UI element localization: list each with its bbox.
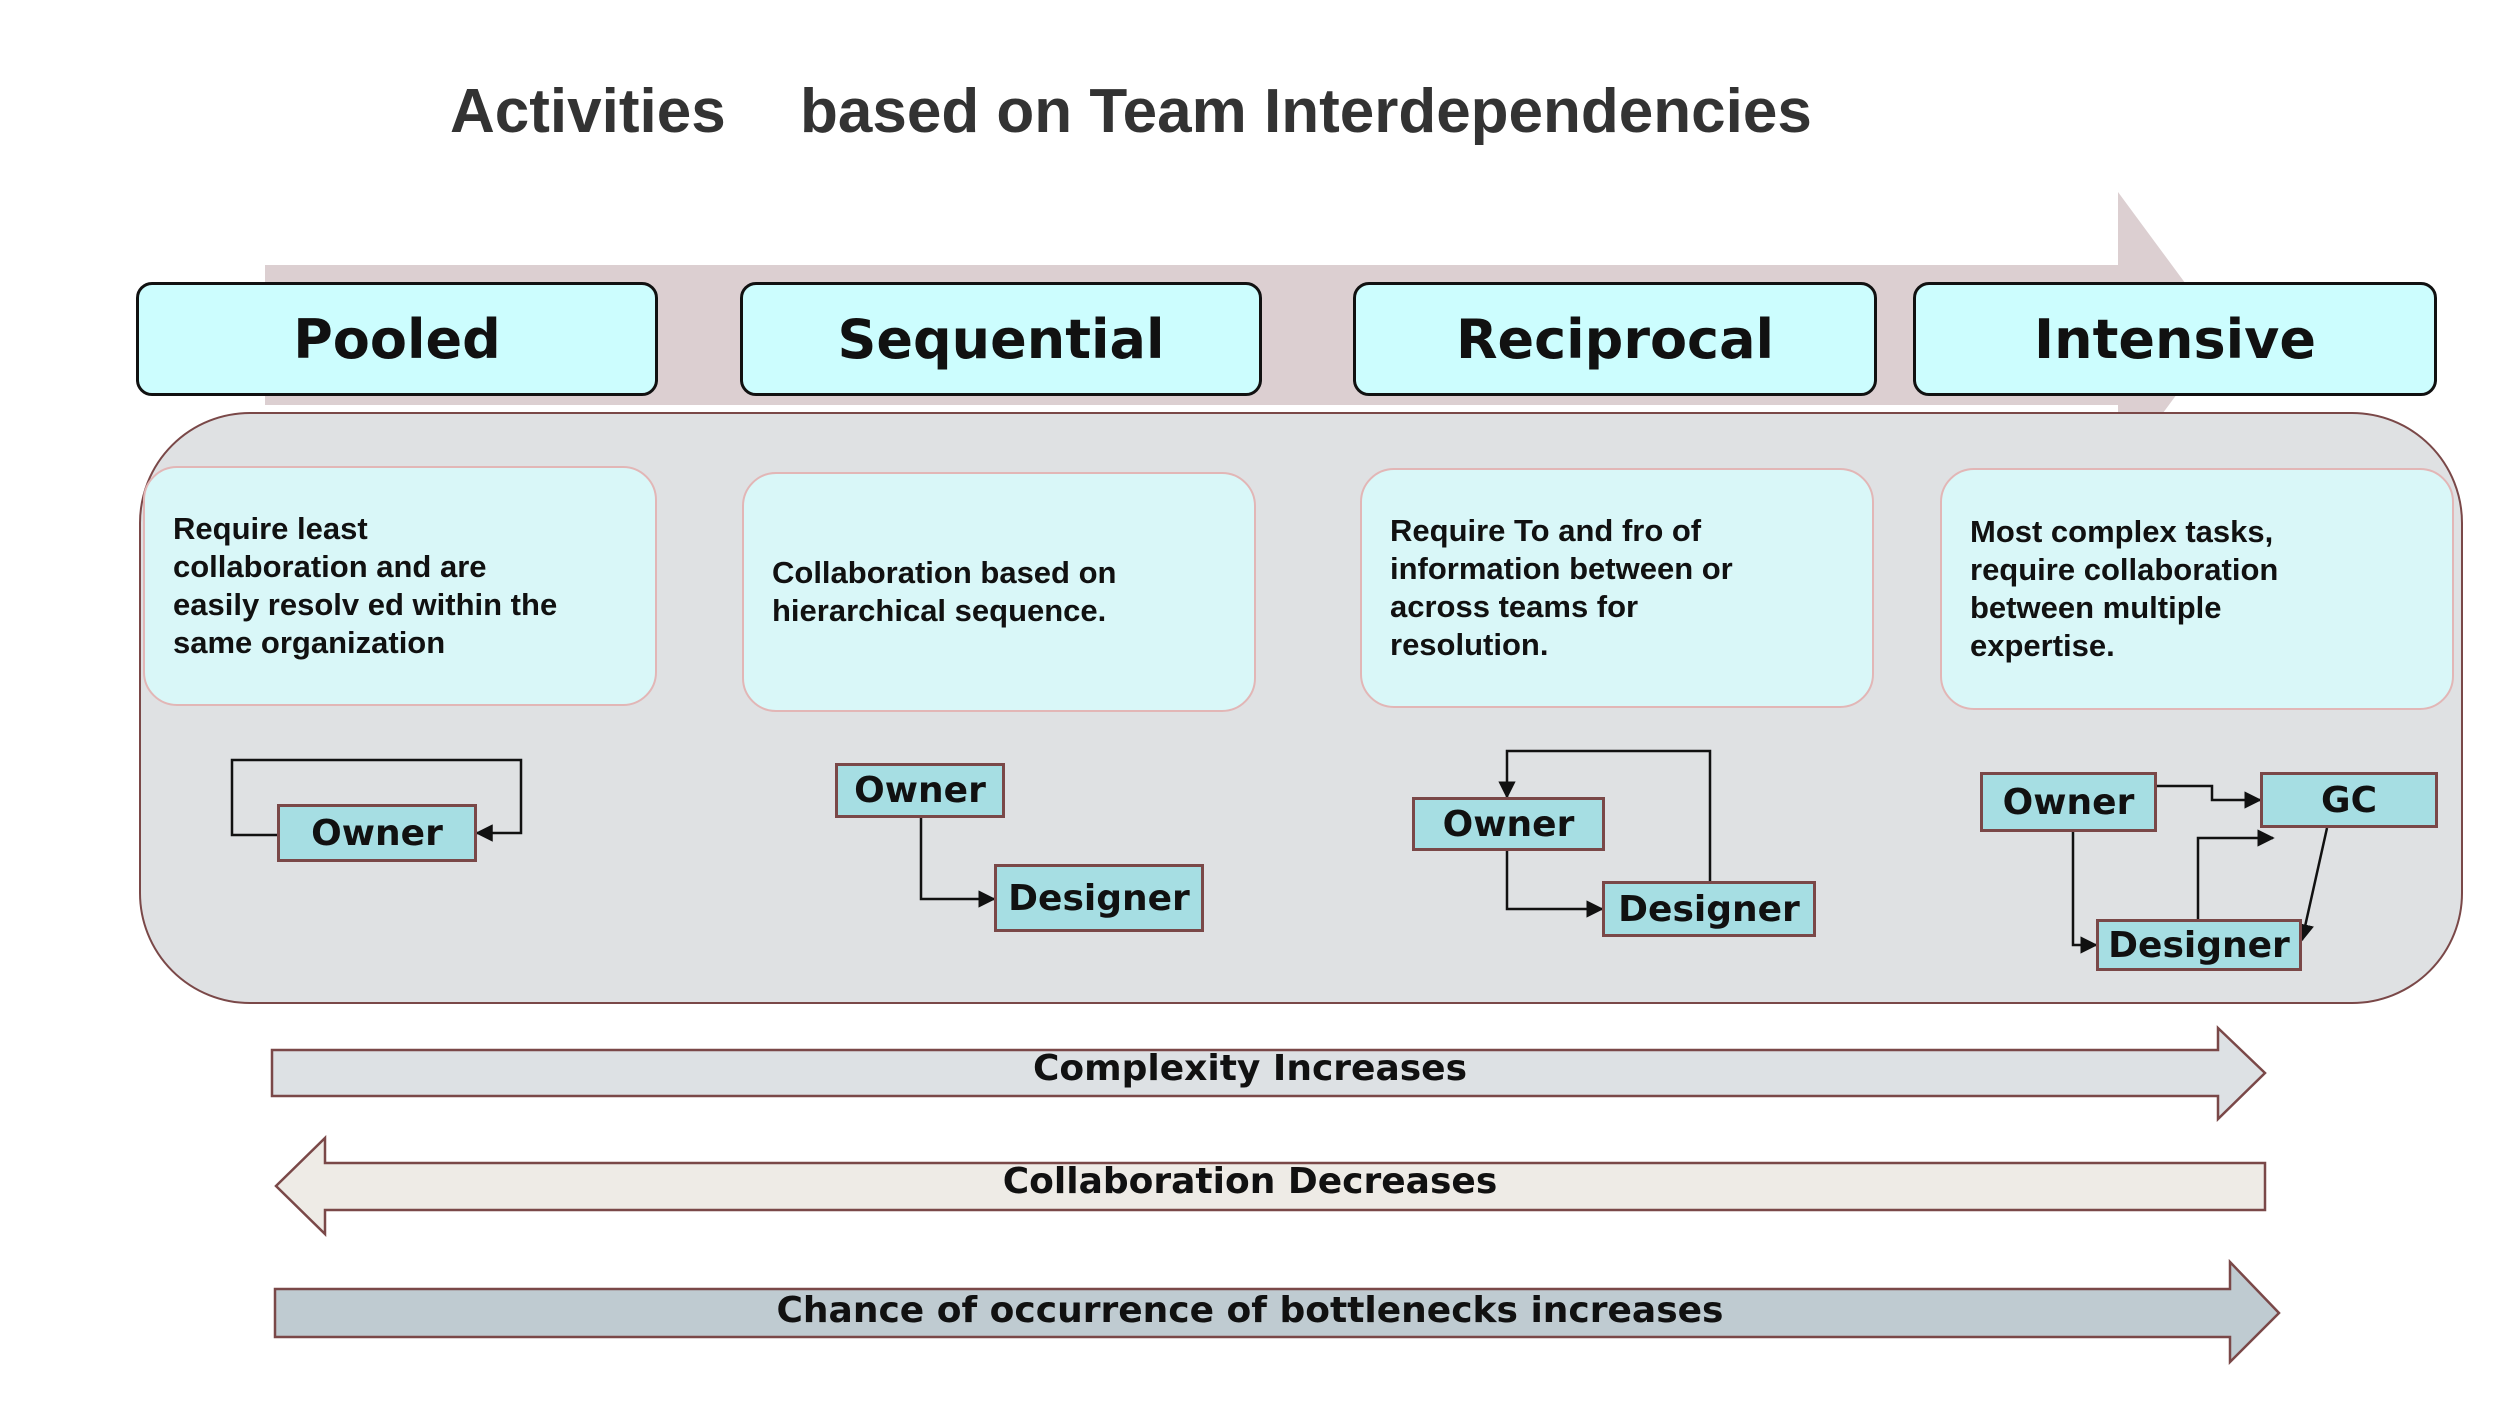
description-reciprocal: Require To and fro of information betwee…	[1360, 468, 1874, 708]
description-line: between multiple	[1970, 590, 2222, 625]
intensive-designer-gc-connector	[2196, 829, 2275, 919]
intensive-owner-gc-connector	[2157, 784, 2262, 809]
header-pooled: Pooled	[136, 282, 658, 396]
intensive-owner-node: Owner	[1980, 772, 2157, 832]
description-line: across teams for	[1390, 589, 1639, 624]
collaboration-label: Collaboration Decreases	[1002, 1161, 1498, 1202]
description-line: collaboration and are	[173, 549, 487, 584]
bottleneck-arrow	[273, 1258, 2281, 1366]
description-line: resolution.	[1390, 627, 1549, 662]
intensive-owner-designer-connector	[2071, 832, 2098, 954]
sequential-designer-node: Designer	[994, 864, 1204, 932]
description-line: Collaboration based on	[772, 555, 1117, 590]
header-intensive: Intensive	[1913, 282, 2437, 396]
collaboration-arrow	[274, 1135, 2267, 1237]
description-line: hierarchical sequence.	[772, 593, 1107, 628]
description-line: information between or	[1390, 551, 1733, 586]
description-line: require collaboration	[1970, 552, 2279, 587]
description-line: expertise.	[1970, 628, 2115, 663]
description-line: easily resolv ed within the	[173, 587, 558, 622]
reciprocal-owner-node: Owner	[1412, 797, 1605, 851]
complexity-label: Complexity Increases	[1032, 1048, 1468, 1089]
description-intensive: Most complex tasks, require collaboratio…	[1940, 468, 2454, 710]
description-line: same organization	[173, 625, 446, 660]
reciprocal-designer-node: Designer	[1602, 881, 1816, 937]
intensive-gc-designer-connector	[2296, 827, 2329, 942]
description-line: Require To and fro of	[1390, 513, 1702, 548]
intensive-gc-node: GC	[2260, 772, 2438, 828]
header-sequential: Sequential	[740, 282, 1262, 396]
sequential-connector	[919, 818, 996, 908]
title-main: based on Team Interdependencies	[800, 77, 1812, 146]
description-sequential: Collaboration based on hierarchical sequ…	[742, 472, 1256, 712]
complexity-arrow	[270, 1025, 2267, 1122]
reciprocal-return-connector	[1498, 749, 1712, 881]
pooled-owner-node: Owner	[277, 804, 477, 862]
pooled-loop-connector	[230, 758, 523, 842]
header-reciprocal: Reciprocal	[1353, 282, 1877, 396]
reciprocal-forward-connector	[1505, 851, 1604, 918]
title-prefix: Activities	[450, 77, 726, 146]
content-panel	[139, 412, 2463, 1004]
sequential-owner-node: Owner	[835, 763, 1005, 818]
description-line: Most complex tasks,	[1970, 514, 2274, 549]
description-line: Require least	[173, 511, 368, 546]
description-pooled: Require least collaboration and are easi…	[143, 466, 657, 706]
bottleneck-label: Chance of occurrence of bottlenecks incr…	[776, 1290, 1724, 1331]
intensive-designer-node: Designer	[2096, 919, 2302, 971]
